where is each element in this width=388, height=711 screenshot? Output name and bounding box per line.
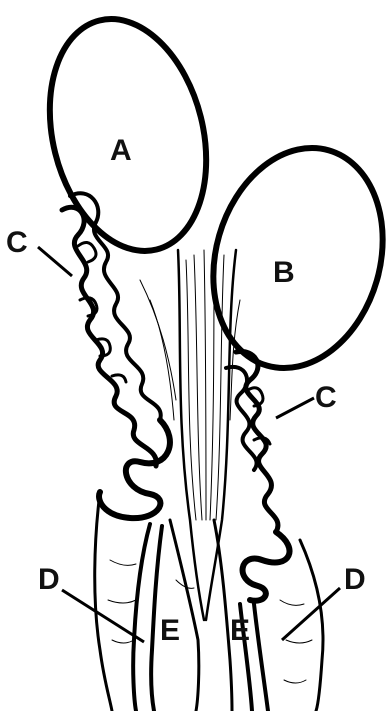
label-e-right: E [230,614,250,647]
central-band [140,250,240,620]
label-d-right: D [344,563,366,596]
leader-line-d-right [282,588,340,640]
leader-line-c-left [38,247,72,276]
label-a: A [110,134,132,167]
leader-line-c-right [276,398,314,418]
right-convoluted-tubule [226,351,278,532]
label-d-left: D [38,563,60,596]
leader-lines [38,247,340,642]
label-c-right: C [315,381,337,414]
label-c-left: C [6,226,28,259]
leader-line-d-left [62,590,144,642]
label-b: B [273,256,295,289]
label-e-left: E [160,614,180,647]
left-convoluted-tubule [62,193,161,466]
